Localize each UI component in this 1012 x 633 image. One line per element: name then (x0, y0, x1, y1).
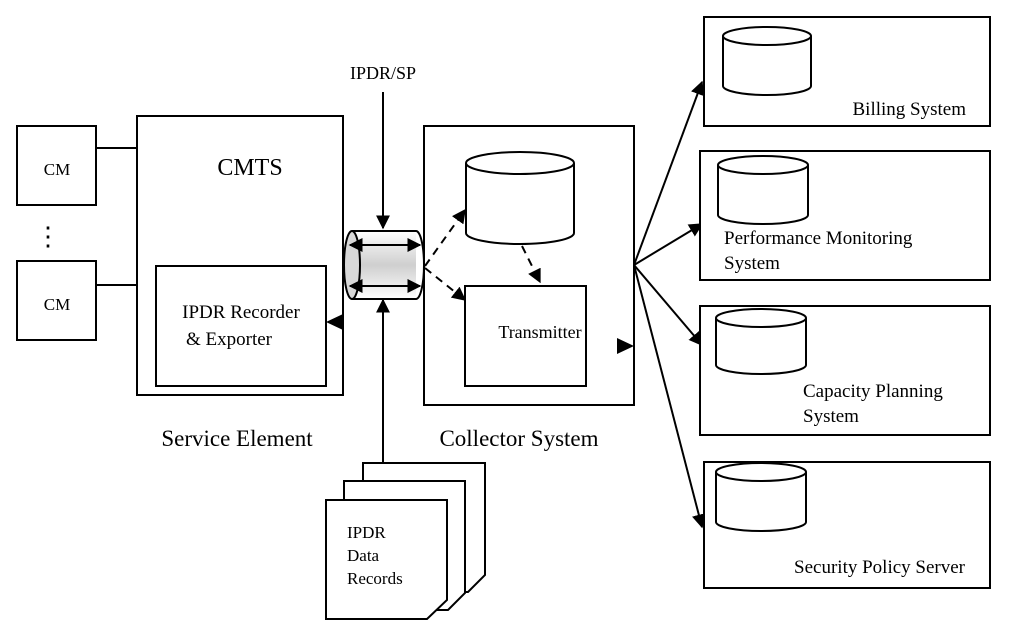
billing-system-label: Billing System (853, 99, 967, 120)
transmitter-out-arrow (617, 338, 634, 354)
ipdr-recorder-box: IPDR Recorder & Exporter (155, 265, 327, 387)
transmitter-box: Transmitter (464, 285, 587, 387)
security-policy-box: Security Policy Server (703, 461, 991, 589)
records-label-line1: IPDR (347, 523, 386, 542)
billing-database-icon (722, 26, 812, 96)
ipdr-data-records-stack: IPDR Data Records (325, 462, 486, 620)
transmitter-label: Transmitter (498, 322, 581, 342)
ipdr-sp-pipe (343, 230, 425, 300)
capacity-label-line2: System (803, 406, 859, 427)
service-element-label: Service Element (161, 426, 313, 451)
recorder-label-line1: IPDR Recorder (182, 302, 300, 323)
arrow-to-performance (633, 223, 704, 266)
arrow-to-security (633, 264, 706, 529)
cm-top-label: CM (44, 160, 70, 179)
ipdr-sp-label: IPDR/SP (350, 63, 416, 83)
records-label-line2: Data (347, 546, 380, 565)
cm-ellipsis: ⋮ (35, 222, 61, 251)
cmts-label: CMTS (217, 155, 282, 181)
security-policy-label: Security Policy Server (794, 557, 966, 578)
db-to-transmitter-dashed-arrow (521, 245, 541, 284)
capacity-planning-box: Capacity Planning System (699, 305, 991, 436)
performance-label-line2: System (724, 253, 780, 274)
collector-database-icon (465, 151, 575, 245)
capacity-database-icon (715, 308, 807, 375)
cm-box-top: CM (16, 125, 97, 206)
billing-system-box: Billing System (703, 16, 991, 127)
records-label-line3: Records (347, 569, 403, 588)
performance-monitoring-box: Performance Monitoring System (699, 150, 991, 281)
recorder-label-line2: & Exporter (186, 329, 273, 350)
performance-database-icon (717, 155, 809, 225)
arrow-to-capacity (633, 264, 703, 347)
cm-box-bottom: CM (16, 260, 97, 341)
collector-system-label: Collector System (439, 426, 598, 451)
recorder-out-arrow (326, 314, 343, 330)
security-database-icon (715, 462, 807, 532)
performance-label-line1: Performance Monitoring (724, 228, 913, 249)
capacity-label-line1: Capacity Planning (803, 381, 943, 402)
pipe-to-transmitter-dashed-arrow (424, 267, 467, 301)
arrow-to-billing (633, 80, 705, 266)
pipe-to-db-dashed-arrow (424, 208, 466, 267)
cm-bottom-label: CM (44, 295, 70, 314)
